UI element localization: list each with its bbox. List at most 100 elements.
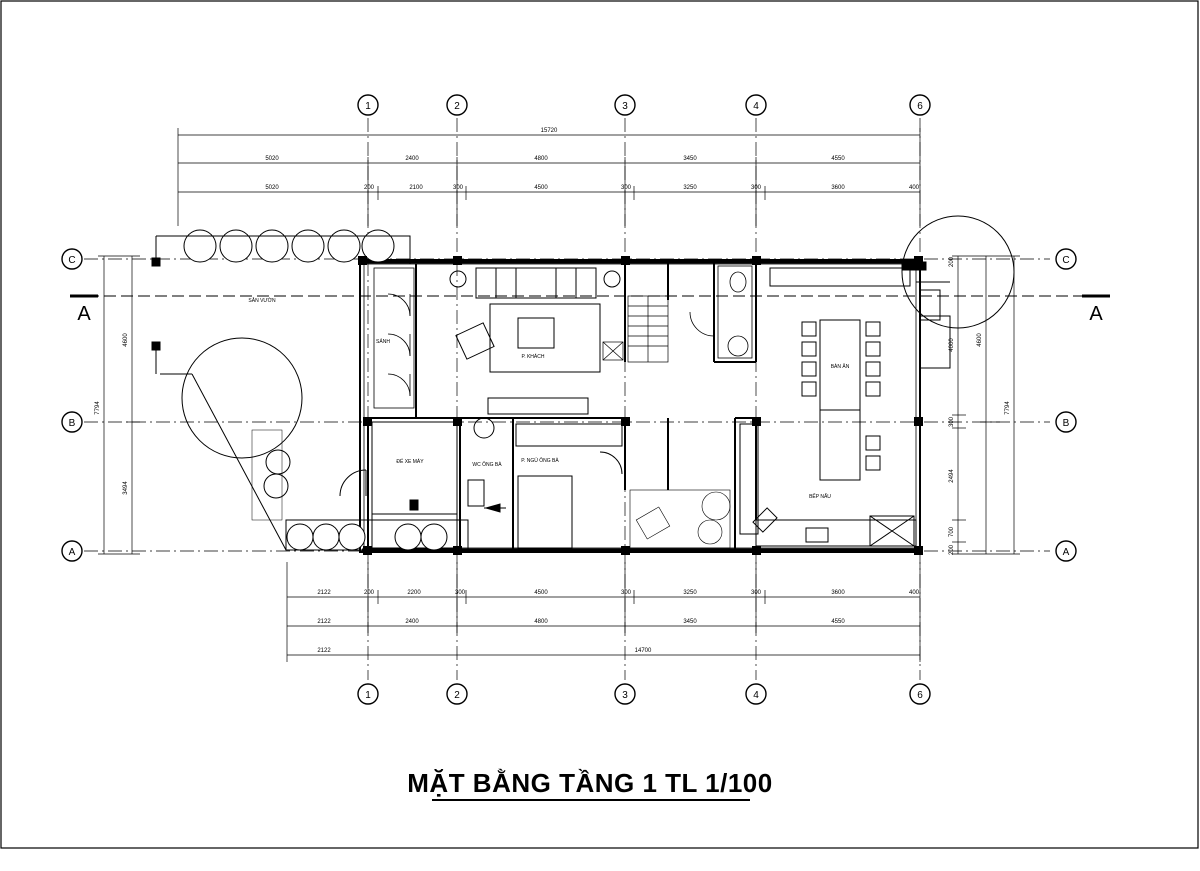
grid-row-left-C-label: C (68, 255, 75, 266)
dim-top-r3-2: 200 (364, 185, 375, 191)
dim-right-overall: 7794 (1005, 401, 1011, 415)
garden-area (151, 235, 411, 551)
grid-row-right-C-circle (1055, 248, 1077, 270)
dim-bot-r1-2: 200 (364, 590, 375, 596)
grid-row-right-B-label: B (1063, 418, 1070, 429)
dim-left-lower: 3494 (123, 481, 129, 495)
hedge-top-shrub (183, 229, 217, 263)
grid-col-bottom-6-circle (909, 683, 931, 705)
grid-col-top-2-label: 2 (454, 101, 460, 112)
grid-col-bottom-6-label: 6 (917, 690, 923, 701)
dim-top-r3-9: 3600 (831, 185, 845, 191)
exterior-walls (359, 259, 921, 553)
dim-top-r3-6: 300 (621, 185, 632, 191)
section-mark-left: A (77, 303, 91, 325)
dim-top-r2-4: 3450 (683, 156, 697, 162)
dim-top-r3-4: 300 (453, 185, 464, 191)
grid-col-bottom-2-circle (446, 683, 468, 705)
dim-bot-r2-2: 2400 (405, 619, 419, 625)
hedge-bottom-shrub (286, 523, 314, 551)
dim-bot-r1-5: 4500 (534, 590, 548, 596)
grid-col-bottom-4-label: 4 (753, 690, 759, 701)
dim-top-r3-1: 5020 (265, 185, 279, 191)
dim-top-r3-10: 400 (909, 185, 920, 191)
dim-right-a: 4000 (949, 338, 955, 352)
dim-bot-r2-3: 4800 (534, 619, 548, 625)
dim-bot-r1-6: 300 (621, 590, 632, 596)
dim-top-r2-5: 4550 (831, 156, 845, 162)
dimension-lines-top (177, 128, 921, 226)
hedge-bottom-shrub (420, 523, 448, 551)
label-bedroom: P. NGỦ ÔNG BÀ (521, 457, 559, 464)
interior-walls (367, 262, 757, 550)
dim-top-r2-2: 2400 (405, 156, 419, 162)
section-mark-right: A (1089, 303, 1103, 325)
planter-strip (251, 429, 469, 551)
grid-col-bottom-4-circle (745, 683, 767, 705)
section-marks: A A (70, 294, 1110, 325)
dim-right-d: 700 (949, 526, 955, 537)
grid-col-top-6-circle (909, 94, 931, 116)
hedge-top-shrub (361, 229, 395, 263)
dim-bot-r2-4: 3450 (683, 619, 697, 625)
drawing-title: MẶT BẰNG TẦNG 1 TL 1/100 (407, 768, 773, 798)
hedge-top (183, 229, 395, 263)
label-wc-elder: WC ÔNG BÀ (472, 461, 502, 468)
grid-col-top-2-circle (446, 94, 468, 116)
grid-col-top-3-label: 3 (622, 101, 628, 112)
dim-bot-r3-1: 2122 (317, 648, 331, 654)
dim-top-r2-3: 4800 (534, 156, 548, 162)
dim-top-r3-3: 2100 (409, 185, 423, 191)
grid-col-top-1-circle (357, 94, 379, 116)
hedge-bottom-shrub (312, 523, 340, 551)
bedroom-furniture (467, 417, 623, 549)
grid-col-top-3-circle (614, 94, 636, 116)
sheet-border (0, 0, 1199, 849)
label-kitchen: BẾP NẤU (809, 493, 831, 500)
dim-bot-r1-4: 300 (455, 590, 466, 596)
grid-row-left-C-circle (61, 248, 83, 270)
grid-row-left-B-label: B (69, 418, 76, 429)
grid-col-bottom-3-circle (614, 683, 636, 705)
hedge-bottom (286, 523, 448, 551)
dimension-text: 15720 5020 2400 4800 3450 4550 5020 200 … (95, 128, 1011, 654)
grid-col-top-1-label: 1 (365, 101, 371, 112)
dim-top-r3-5: 4500 (534, 185, 548, 191)
dim-bot-r1-10: 400 (909, 590, 920, 596)
hedge-bottom-shrub (338, 523, 366, 551)
living-furniture (449, 267, 621, 415)
lobby-stairs (373, 267, 415, 409)
dim-right-b: 300 (949, 416, 955, 427)
dim-top-r2-1: 5020 (265, 156, 279, 162)
dim-bot-r1-3: 2200 (407, 590, 421, 596)
grid-col-bottom-1-label: 1 (365, 690, 371, 701)
hedge-bottom-shrub (394, 523, 422, 551)
dim-bot-r3-2: 14700 (635, 648, 652, 654)
dim-bot-r1-7: 3250 (683, 590, 697, 596)
label-dining: BÀN ĂN (831, 363, 850, 370)
dim-left-overall: 7794 (95, 401, 101, 415)
dim-top-r3-8: 300 (751, 185, 762, 191)
patio-deck (629, 489, 731, 549)
dining-table (769, 267, 911, 481)
kitchen-counter (739, 423, 917, 547)
dim-bot-r1-1: 2122 (317, 590, 331, 596)
grid-col-top-4-label: 4 (753, 101, 759, 112)
title-underline (432, 799, 750, 801)
dim-bot-r1-8: 300 (751, 590, 762, 596)
room-text: P. KHÁCH BÀN ĂN BẾP NẤU P. NGỦ ÔNG BÀ WC… (248, 297, 849, 500)
grid-row-right-B-circle (1055, 411, 1077, 433)
central-stair (602, 295, 669, 363)
grid-col-bottom-3-label: 3 (622, 690, 628, 701)
hedge-top-shrub (327, 229, 361, 263)
dim-top-r3-7: 3250 (683, 185, 697, 191)
structural-columns (358, 256, 923, 555)
grid-col-bottom-1-circle (357, 683, 379, 705)
hedge-top-shrub (255, 229, 289, 263)
garage-block (339, 421, 458, 549)
dim-bot-r2-5: 4550 (831, 619, 845, 625)
grid-row-right-A-circle (1055, 540, 1077, 562)
grid-row-left-A-label: A (69, 547, 76, 558)
